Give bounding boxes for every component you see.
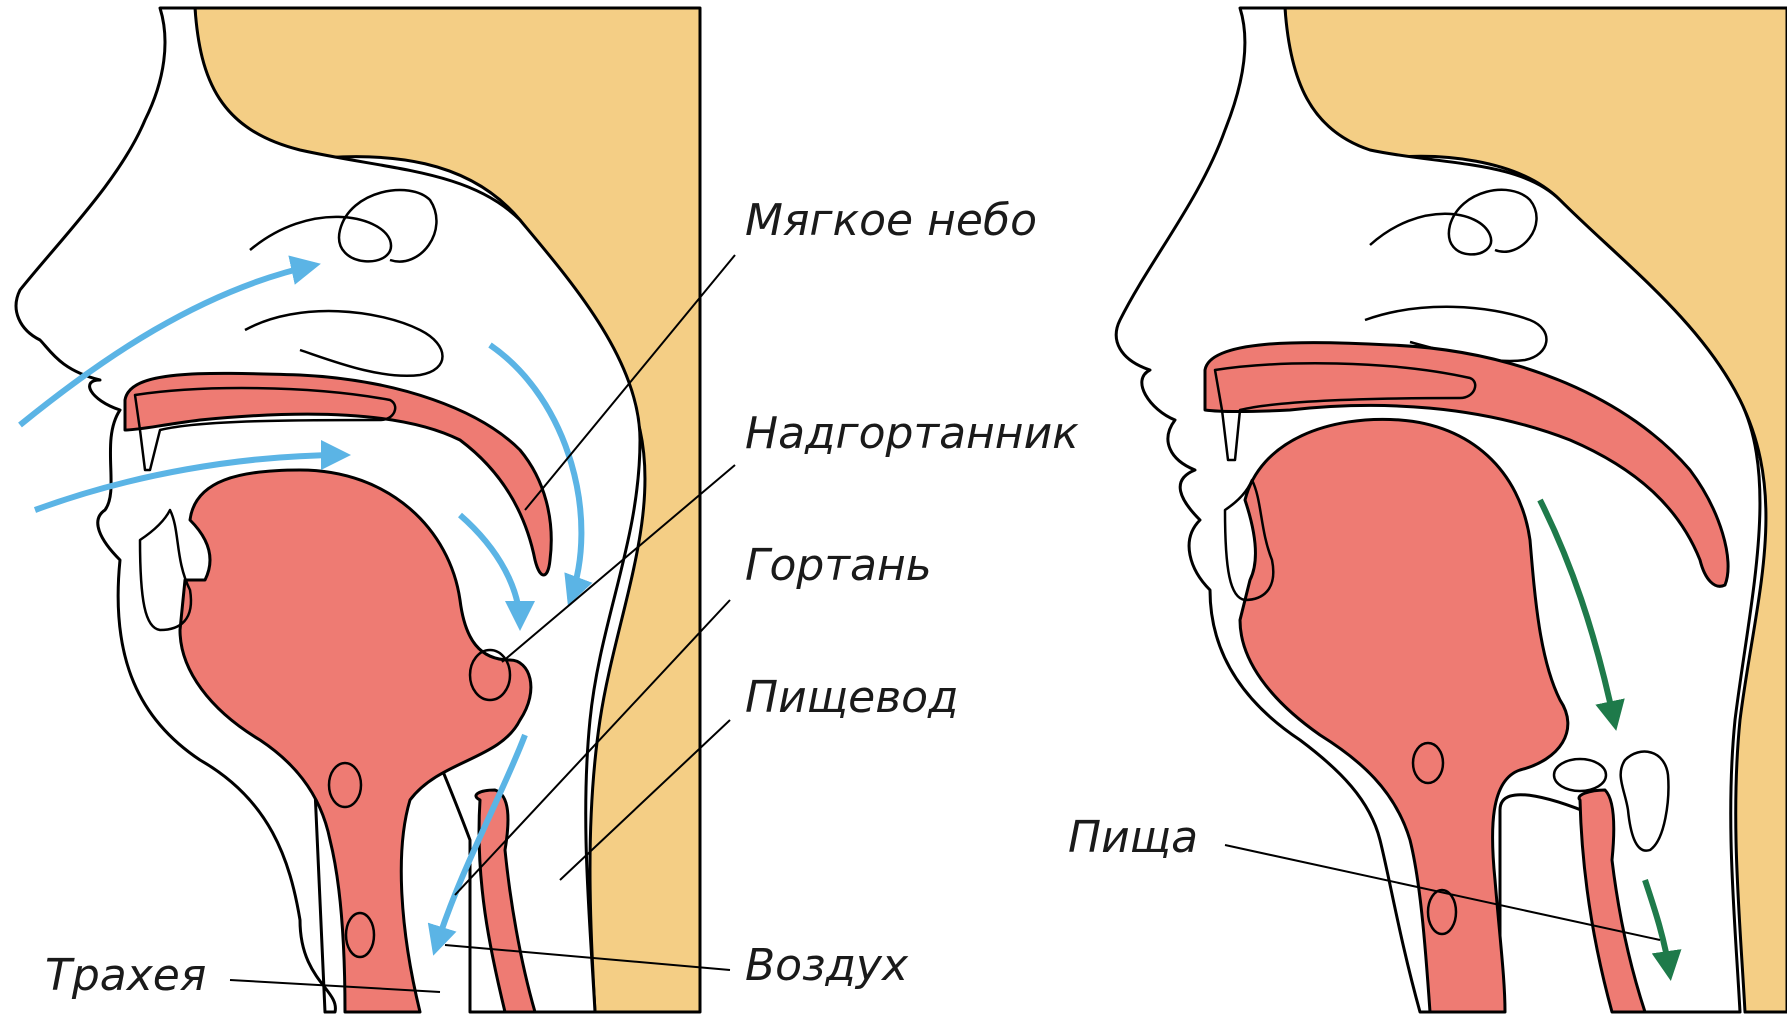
label-esophagus: Пищевод <box>745 672 958 723</box>
label-trachea: Трахея <box>45 950 206 1001</box>
label-epiglottis: Надгортанник <box>745 408 1079 459</box>
label-larynx: Гортань <box>745 540 932 591</box>
breathing-panel <box>16 8 735 1012</box>
label-soft-palate: Мягкое небо <box>745 195 1037 246</box>
label-food: Пища <box>1068 812 1198 863</box>
label-air: Воздух <box>745 940 909 991</box>
swallowing-panel <box>1116 8 1787 1012</box>
